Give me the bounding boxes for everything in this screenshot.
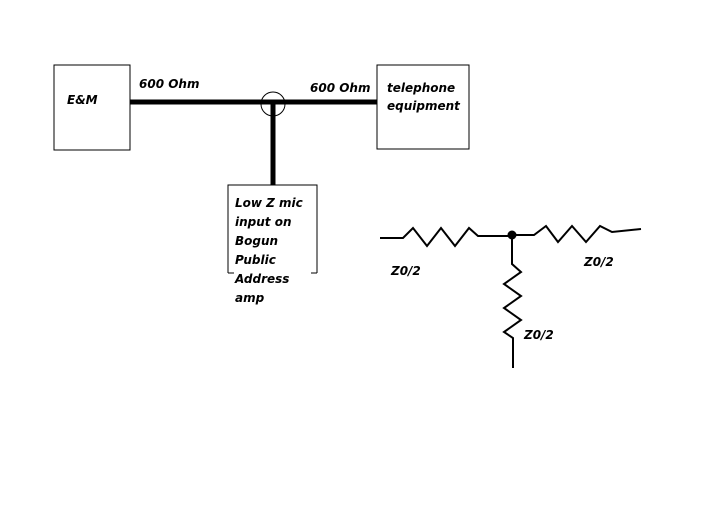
resistor-junction-dot [507,230,517,240]
em-box [53,64,131,151]
telephone-box-label-line-1: telephone [387,81,455,95]
resistor-right [512,224,642,244]
telephone-box-label-line-2: equipment [387,99,461,113]
right-line-label: 600 Ohm [310,81,370,95]
resistor-right-label: Z0/2 [583,255,614,269]
resistor-left [380,226,512,248]
resistor-bottom-label: Z0/2 [523,328,554,342]
pa-amp-label-line-1: Low Z mic [235,196,303,210]
pa-amp-label-line-2: input on [235,215,292,229]
resistor-left-label: Z0/2 [390,264,421,278]
pa-amp-box [227,184,318,273]
pa-amp-label-line-6: amp [235,291,265,305]
resistor-bottom [502,235,523,368]
junction-circle [260,91,286,117]
pa-amp-label-line-4: Public [235,253,276,267]
pa-amp-label-line-5: Address [234,272,289,286]
telephone-box [376,64,470,150]
pa-amp-label-line-3: Bogun [235,234,278,248]
em-box-label: E&M [67,93,98,107]
left-line-label: 600 Ohm [139,77,199,91]
